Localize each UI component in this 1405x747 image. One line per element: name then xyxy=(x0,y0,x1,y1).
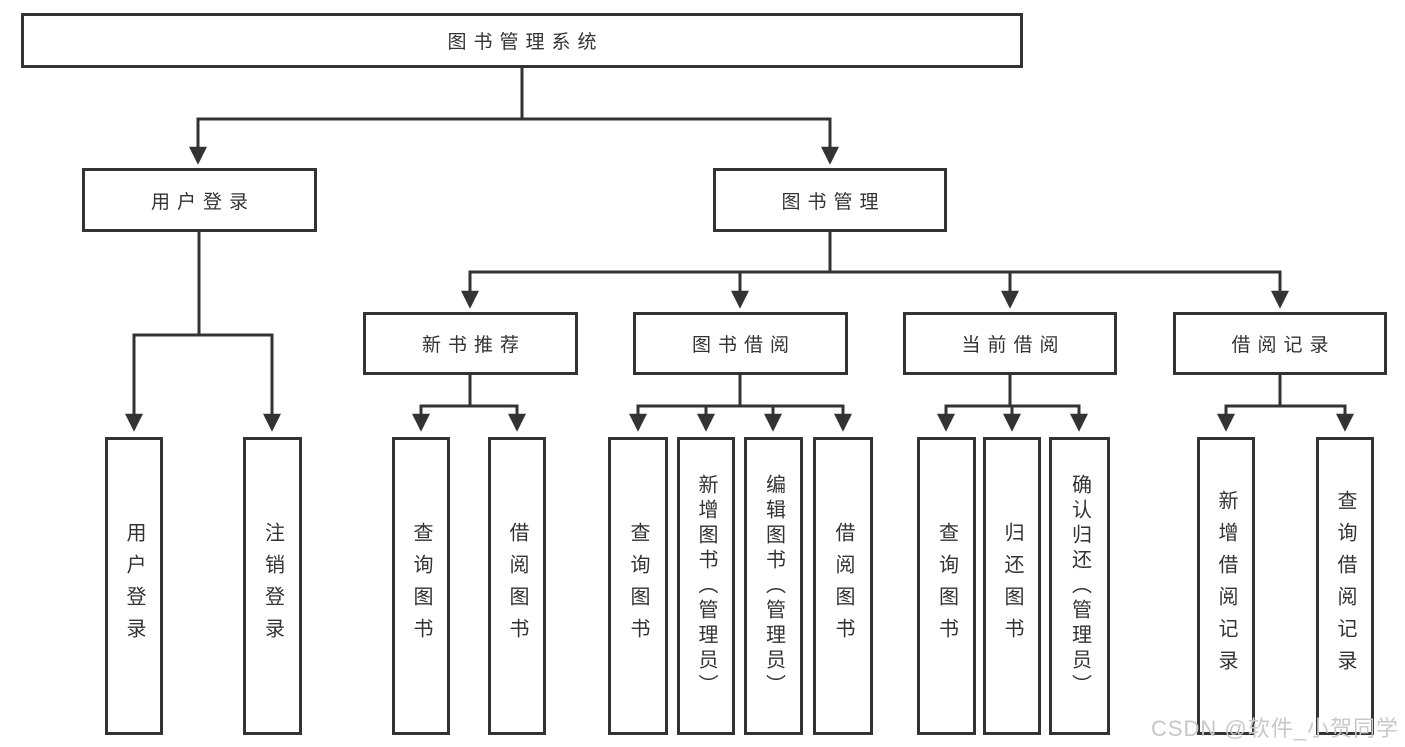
leaf-borrow-books-recommend: 借阅图书 xyxy=(488,437,546,735)
leaf-edit-books-admin: 编辑图书（管理员） xyxy=(744,437,803,735)
node-user-login: 用户登录 xyxy=(82,168,317,232)
leaf-user-login-label: 用户登录 xyxy=(123,522,145,650)
leaf-borrow-books: 借阅图书 xyxy=(813,437,873,735)
leaf-query-books-recommend-label: 查询图书 xyxy=(410,522,432,650)
node-current-borrow: 当前借阅 xyxy=(903,312,1117,375)
leaf-query-books-borrow-label: 查询图书 xyxy=(627,522,649,650)
leaf-query-books-borrow: 查询图书 xyxy=(608,437,668,735)
leaf-edit-books-admin-label: 编辑图书（管理员） xyxy=(762,473,785,699)
leaf-confirm-return-admin-label: 确认归还（管理员） xyxy=(1068,473,1091,699)
leaf-query-books-recommend: 查询图书 xyxy=(392,437,450,735)
leaf-add-borrow-record-label: 新增借阅记录 xyxy=(1215,490,1237,682)
leaf-user-login: 用户登录 xyxy=(105,437,163,735)
leaf-add-borrow-record: 新增借阅记录 xyxy=(1197,437,1255,735)
node-library-system: 图书管理系统 xyxy=(21,13,1023,68)
node-new-book-recommend: 新书推荐 xyxy=(363,312,578,375)
leaf-return-books: 归还图书 xyxy=(983,437,1041,735)
leaf-borrow-books-recommend-label: 借阅图书 xyxy=(506,522,528,650)
leaf-confirm-return-admin: 确认归还（管理员） xyxy=(1049,437,1110,735)
node-book-management: 图书管理 xyxy=(713,168,947,232)
node-book-borrow: 图书借阅 xyxy=(633,312,848,375)
leaf-add-books-admin-label: 新增图书（管理员） xyxy=(695,473,717,699)
leaf-return-books-label: 归还图书 xyxy=(1001,522,1023,650)
leaf-borrow-books-label: 借阅图书 xyxy=(832,522,854,650)
leaf-add-books-admin: 新增图书（管理员） xyxy=(677,437,735,735)
csdn-watermark: CSDN @软件_小贺同学 xyxy=(1150,716,1399,741)
leaf-query-books-current-label: 查询图书 xyxy=(935,522,958,650)
leaf-logout: 注销登录 xyxy=(243,437,302,735)
node-borrow-records: 借阅记录 xyxy=(1173,312,1387,375)
leaf-query-borrow-record: 查询借阅记录 xyxy=(1316,437,1374,735)
leaf-query-borrow-record-label: 查询借阅记录 xyxy=(1334,490,1356,682)
leaf-logout-label: 注销登录 xyxy=(261,522,284,650)
leaf-query-books-current: 查询图书 xyxy=(917,437,976,735)
